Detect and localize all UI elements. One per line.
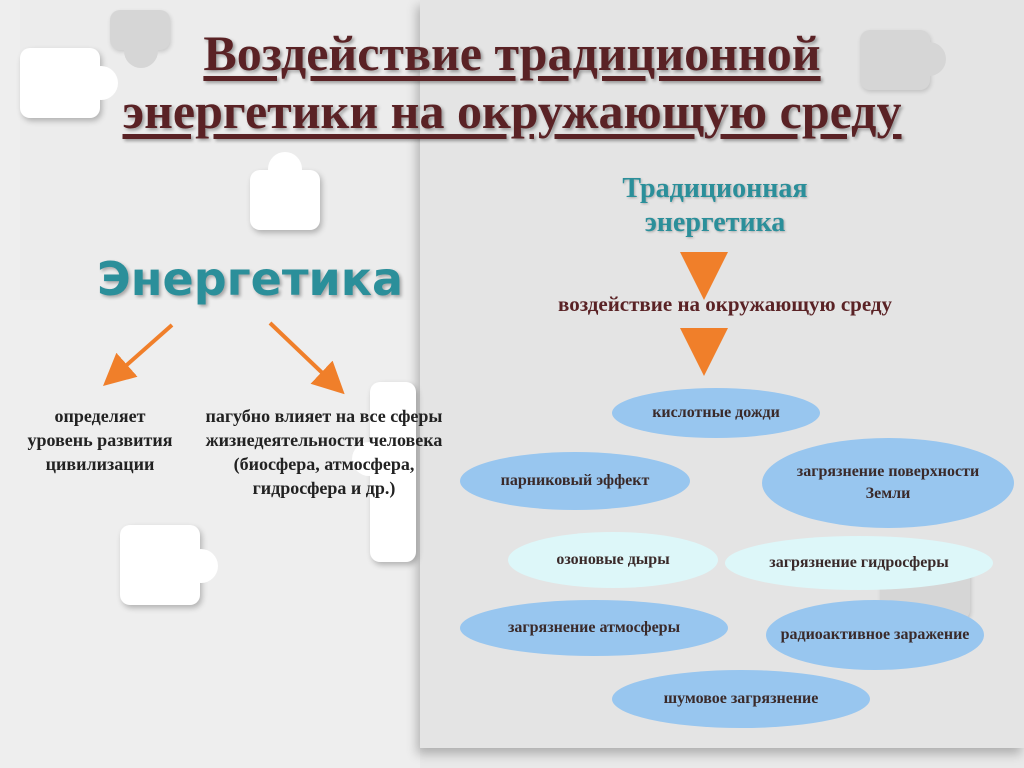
energetics-heading: Энергетика — [96, 252, 404, 306]
branch-harm-text: пагубно влияет на все сферы жизнедеятель… — [205, 406, 443, 498]
effect-ozone-holes: озоновые дыры — [508, 532, 718, 588]
effect-hydrosphere-pollution: загрязнение гидросферы — [725, 536, 993, 590]
slide-title: Воздействие традиционной энергетики на о… — [0, 24, 1024, 140]
effect-radioactive-contamination: радиоактивное заражение — [766, 600, 984, 670]
puzzle-piece — [860, 30, 946, 90]
slide-title-line-2: энергетики на окружающую среду — [122, 83, 902, 139]
traditional-energetics-heading: Традиционная энергетика — [622, 173, 808, 238]
effect-greenhouse: парниковый эффект — [460, 452, 690, 510]
puzzle-piece — [250, 152, 320, 230]
effect-acid-rain: кислотные дожди — [612, 388, 820, 438]
puzzle-piece — [20, 48, 118, 118]
slide-title-line-1: Воздействие традиционной — [203, 25, 821, 81]
puzzle-piece — [352, 382, 416, 562]
arrow-to-civilization — [103, 323, 174, 386]
arrow-to-harm — [268, 321, 345, 395]
effect-atmosphere-pollution: загрязнение атмосферы — [460, 600, 728, 656]
puzzle-piece — [120, 525, 218, 605]
puzzle-piece — [110, 10, 170, 68]
branch-civilization-text: определяет уровень развития цивилизации — [27, 406, 173, 474]
effect-noise-pollution: шумовое загрязнение — [612, 670, 870, 728]
effect-land-pollution: загрязнение поверхности Земли — [762, 438, 1014, 528]
